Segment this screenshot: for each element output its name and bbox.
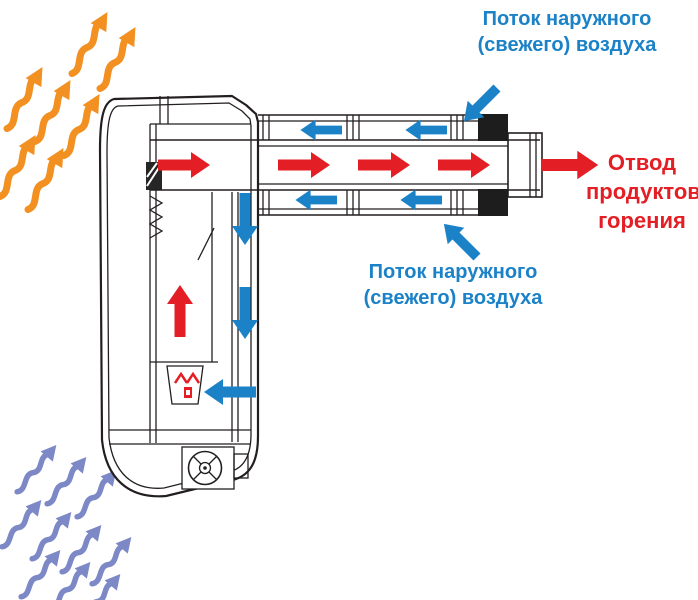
label-exhaust: Отвод продуктов горения [586,148,698,235]
label-line: Отвод [607,150,677,175]
exhaust-flow-arrow [358,152,410,178]
flue-terminal [507,132,543,198]
exhaust-flow-arrow [278,152,330,178]
exhaust-flow-arrow [438,152,490,178]
flame-icon [185,371,201,384]
fresh-air-flow-arrow [400,189,442,211]
fan [181,446,249,490]
warm-air-wave-icon [92,23,143,93]
label-line: (свежего) воздуха [363,287,543,309]
label-fresh-air-mid: Поток наружного (свежего) воздуха [328,259,578,311]
coaxial-pipe [150,114,543,216]
fin-zigzag [148,195,164,239]
cool-air-wave-icon [41,452,92,509]
burner [166,365,204,405]
label-fresh-air-top: Поток наружного (свежего) воздуха [442,6,692,58]
fresh-air-pointer-arrow [435,215,486,266]
wall-collar [478,189,508,216]
fresh-air-flow-arrow [295,189,337,211]
flame-icon [173,371,189,384]
label-line: горения [598,208,686,233]
wall-collar [478,114,508,141]
fresh-air-flow-arrow [405,119,447,141]
label-line: (свежего) воздуха [477,34,657,56]
label-line: Поток наружного [368,261,538,283]
label-line: продуктов [586,179,698,204]
label-line: Поток наружного [482,8,652,30]
fresh-air-flow-arrow [300,119,342,141]
